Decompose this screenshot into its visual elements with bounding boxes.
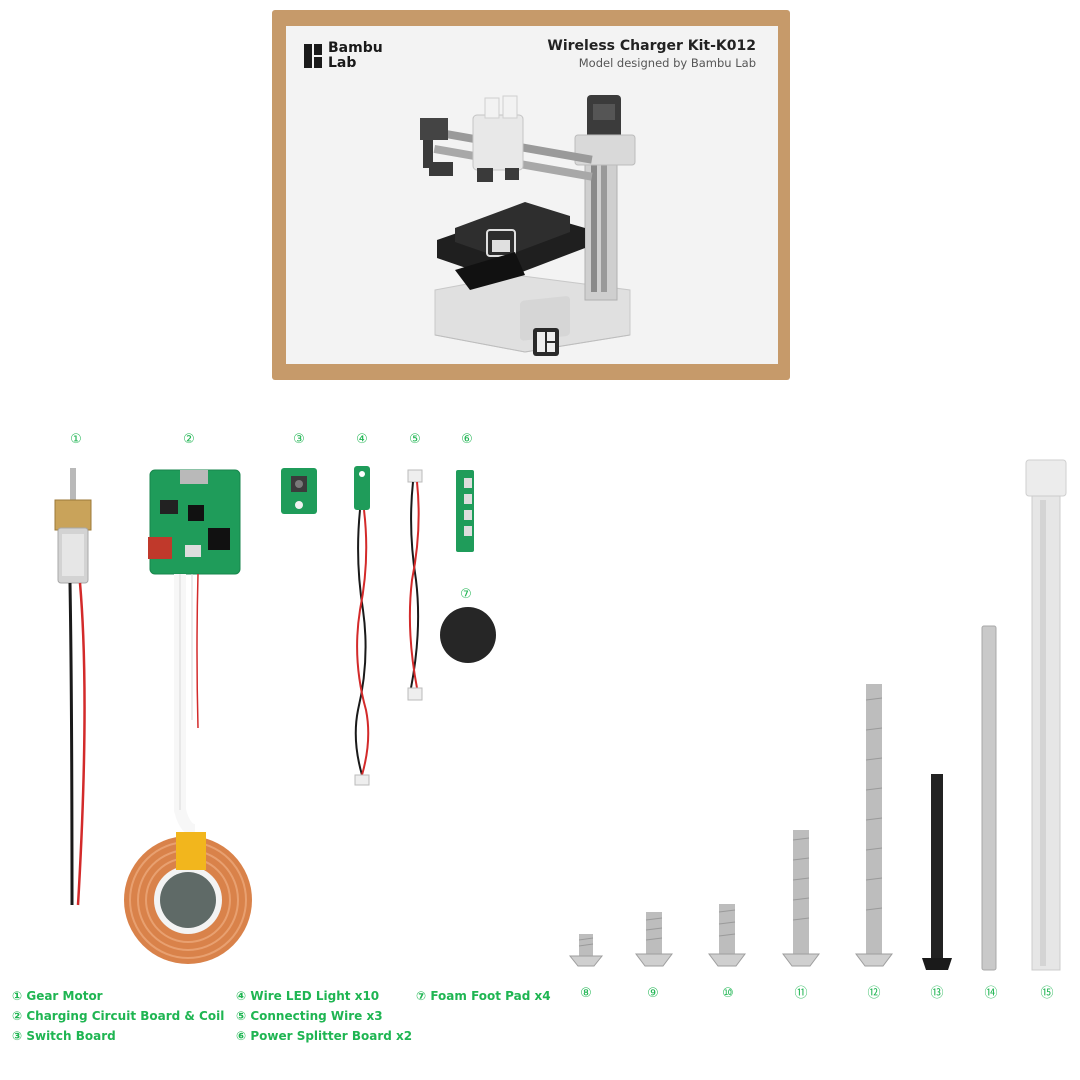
part-number-5: ⑤ bbox=[409, 432, 421, 447]
legend-item: ② Charging Circuit Board & Coil bbox=[12, 1009, 225, 1023]
legend-item: ⑥ Power Splitter Board x2 bbox=[236, 1029, 413, 1043]
part-number-10: ⑩ bbox=[722, 986, 734, 1001]
part-number-11: ⑪ bbox=[794, 986, 808, 1001]
legend-item: ③ Switch Board bbox=[12, 1029, 116, 1043]
screw-10-image bbox=[708, 904, 746, 967]
gear-motor-image bbox=[54, 468, 92, 906]
part-number-15: ⑮ bbox=[1040, 986, 1054, 1001]
legend-item: ⑦ Foam Foot Pad x4 bbox=[416, 989, 551, 1003]
part-number-4: ④ bbox=[356, 432, 368, 447]
part-number-14: ⑭ bbox=[984, 986, 998, 1001]
screw-13-image bbox=[922, 774, 952, 970]
legend-column-1: ① Gear Motor ② Charging Circuit Board & … bbox=[12, 986, 224, 1046]
box-title: Wireless Charger Kit-K012 bbox=[547, 38, 756, 54]
part-number-2: ② bbox=[183, 432, 195, 447]
bambu-logo-icon bbox=[304, 44, 322, 68]
printer-illustration bbox=[420, 95, 636, 356]
charging-board-image bbox=[124, 469, 252, 964]
connecting-wire-image bbox=[407, 469, 423, 701]
legend-column-3: ⑦ Foam Foot Pad x4 bbox=[416, 986, 551, 1006]
wire-led-light-image bbox=[354, 466, 370, 786]
legend-column-2: ④ Wire LED Light x10 ⑤ Connecting Wire x… bbox=[236, 986, 412, 1046]
metal-rod-image bbox=[981, 625, 997, 971]
foam-foot-pad-image bbox=[440, 607, 496, 663]
switch-board-image bbox=[281, 468, 317, 514]
legend-item: ① Gear Motor bbox=[12, 989, 103, 1003]
part-number-1: ① bbox=[70, 432, 82, 447]
part-number-8: ⑧ bbox=[580, 986, 592, 1001]
part-number-13: ⑬ bbox=[930, 986, 944, 1001]
screw-11-image bbox=[782, 830, 820, 967]
part-number-12: ⑫ bbox=[867, 986, 881, 1001]
part-number-7: ⑦ bbox=[460, 587, 472, 602]
part-number-6: ⑥ bbox=[461, 432, 473, 447]
power-splitter-board-image bbox=[456, 470, 474, 552]
part-number-3: ③ bbox=[293, 432, 305, 447]
clear-rod-image bbox=[1025, 459, 1067, 971]
screw-9-image bbox=[635, 912, 673, 967]
screw-12-image bbox=[855, 684, 893, 967]
legend-item: ④ Wire LED Light x10 bbox=[236, 989, 380, 1003]
brand-name: Bambu Lab bbox=[328, 40, 383, 71]
box-subtitle: Model designed by Bambu Lab bbox=[578, 56, 756, 70]
legend-item: ⑤ Connecting Wire x3 bbox=[236, 1009, 383, 1023]
part-number-9: ⑨ bbox=[647, 986, 659, 1001]
